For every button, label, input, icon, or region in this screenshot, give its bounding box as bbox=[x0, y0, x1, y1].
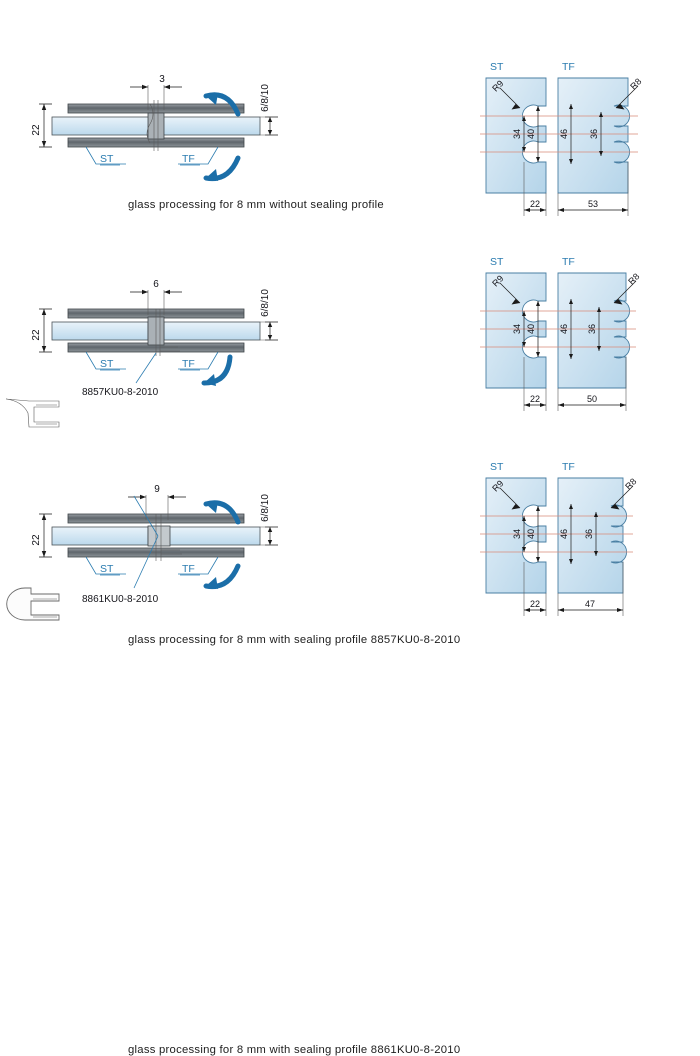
tf-glass-outline-2 bbox=[557, 272, 631, 389]
section-label-st-3: ST bbox=[100, 563, 114, 575]
profile-icon-c-3 bbox=[6, 587, 60, 621]
section-label-st-2: ST bbox=[100, 358, 114, 370]
swing-arrow-down-3 bbox=[203, 563, 241, 590]
st-glass-outline-1 bbox=[485, 77, 547, 194]
elevation-view-2: ST TF R9 R8 34 40 46 36 bbox=[480, 256, 641, 411]
dim-thickness-1: 6/8/10 bbox=[260, 84, 271, 112]
profile-icon-l-2 bbox=[5, 398, 60, 428]
dim-tf-width-2: 50 bbox=[587, 394, 597, 404]
swing-arrow-down-2 bbox=[201, 354, 233, 386]
upper-metal-band bbox=[67, 103, 245, 114]
dim-height-22: 22 bbox=[31, 329, 42, 341]
dim-thickness-2: 6/8/10 bbox=[260, 289, 271, 317]
elev-label-tf-1: TF bbox=[562, 61, 575, 73]
caption-2: glass processing for 8 mm with sealing p… bbox=[128, 634, 461, 646]
tf-glass-outline-3 bbox=[557, 477, 628, 594]
section-label-st-1: ST bbox=[100, 153, 114, 165]
dim-36-3: 36 bbox=[584, 529, 594, 539]
dim-gap-3: 9 bbox=[154, 484, 160, 495]
dim-height-22: 22 bbox=[31, 534, 42, 546]
st-glass-outline-3 bbox=[485, 477, 547, 594]
dim-st-width-2: 22 bbox=[530, 394, 540, 404]
elev-label-st-3: ST bbox=[490, 461, 504, 473]
dim-gap-1: 3 bbox=[159, 74, 165, 85]
section-label-tf-2: TF bbox=[182, 358, 195, 370]
dim-40-3: 40 bbox=[526, 529, 536, 539]
elev-label-st-1: ST bbox=[490, 61, 504, 73]
st-glass-outline-2 bbox=[485, 272, 547, 389]
hinge-core bbox=[147, 112, 165, 140]
dim-thickness-3: 6/8/10 bbox=[260, 494, 271, 522]
glass-panel-st bbox=[51, 526, 149, 546]
dim-40-1: 40 bbox=[526, 129, 536, 139]
elevation-view-3: ST TF R9 R8 34 40 46 36 bbox=[480, 461, 638, 616]
caption-1: glass processing for 8 mm without sealin… bbox=[128, 199, 384, 211]
dim-46-1: 46 bbox=[559, 129, 569, 139]
profile-code-3: 8861KU0-8-2010 bbox=[82, 594, 159, 605]
tf-glass-outline-1 bbox=[557, 77, 631, 194]
section-label-tf-1: TF bbox=[182, 153, 195, 165]
dim-34-3: 34 bbox=[512, 529, 522, 539]
dim-46-3: 46 bbox=[559, 529, 569, 539]
glass-panel-st bbox=[51, 116, 151, 136]
glass-panel-tf bbox=[167, 526, 261, 546]
dim-46-2: 46 bbox=[559, 324, 569, 334]
profile-code-2: 8857KU0-8-2010 bbox=[82, 387, 159, 398]
dim-height-22: 22 bbox=[31, 124, 42, 136]
elev-label-st-2: ST bbox=[490, 256, 504, 268]
hinge-core bbox=[147, 525, 171, 547]
dim-tf-width-3: 47 bbox=[585, 599, 595, 609]
glass-panel-st bbox=[51, 321, 149, 341]
radius-tf-1: R8 bbox=[628, 76, 643, 91]
swing-arrow-up-3 bbox=[203, 500, 241, 525]
variant-block-2: 22 6 6/8/10 ST TF 8857KU0-8-2010 bbox=[0, 235, 700, 646]
dim-40-2: 40 bbox=[526, 324, 536, 334]
swing-arrow-up-1 bbox=[203, 92, 241, 117]
variant-block-1: 22 3 6/8/10 ST TF bbox=[0, 0, 700, 235]
glass-panel-tf bbox=[161, 116, 261, 136]
dim-36-1: 36 bbox=[589, 129, 599, 139]
dim-34-2: 34 bbox=[512, 324, 522, 334]
dim-36-2: 36 bbox=[587, 324, 597, 334]
radius-tf-3: R8 bbox=[623, 476, 638, 491]
dim-tf-width-1: 53 bbox=[588, 199, 598, 209]
caption-3: glass processing for 8 mm with sealing p… bbox=[128, 1044, 461, 1056]
section-view-1: 22 3 6/8/10 ST TF bbox=[31, 74, 278, 182]
section-view-2: 22 6 6/8/10 ST TF 8857KU0-8-2010 bbox=[31, 279, 278, 398]
glass-panel-tf bbox=[163, 321, 261, 341]
swing-arrow-down-1 bbox=[203, 155, 241, 182]
elev-label-tf-3: TF bbox=[562, 461, 575, 473]
dim-gap-2: 6 bbox=[153, 279, 159, 290]
dim-34-1: 34 bbox=[512, 129, 522, 139]
variant-block-3: 22 9 6/8/10 ST TF 8861KU0-8-2010 bbox=[0, 440, 700, 1056]
elev-label-tf-2: TF bbox=[562, 256, 575, 268]
radius-tf-2: R8 bbox=[626, 271, 641, 286]
section-view-3: 22 9 6/8/10 ST TF 8861KU0-8-2010 bbox=[31, 484, 278, 605]
dim-st-width-1: 22 bbox=[530, 199, 540, 209]
section-label-tf-3: TF bbox=[182, 563, 195, 575]
dim-st-width-3: 22 bbox=[530, 599, 540, 609]
elevation-view-1: ST TF R9 R8 34 40 bbox=[480, 61, 643, 216]
